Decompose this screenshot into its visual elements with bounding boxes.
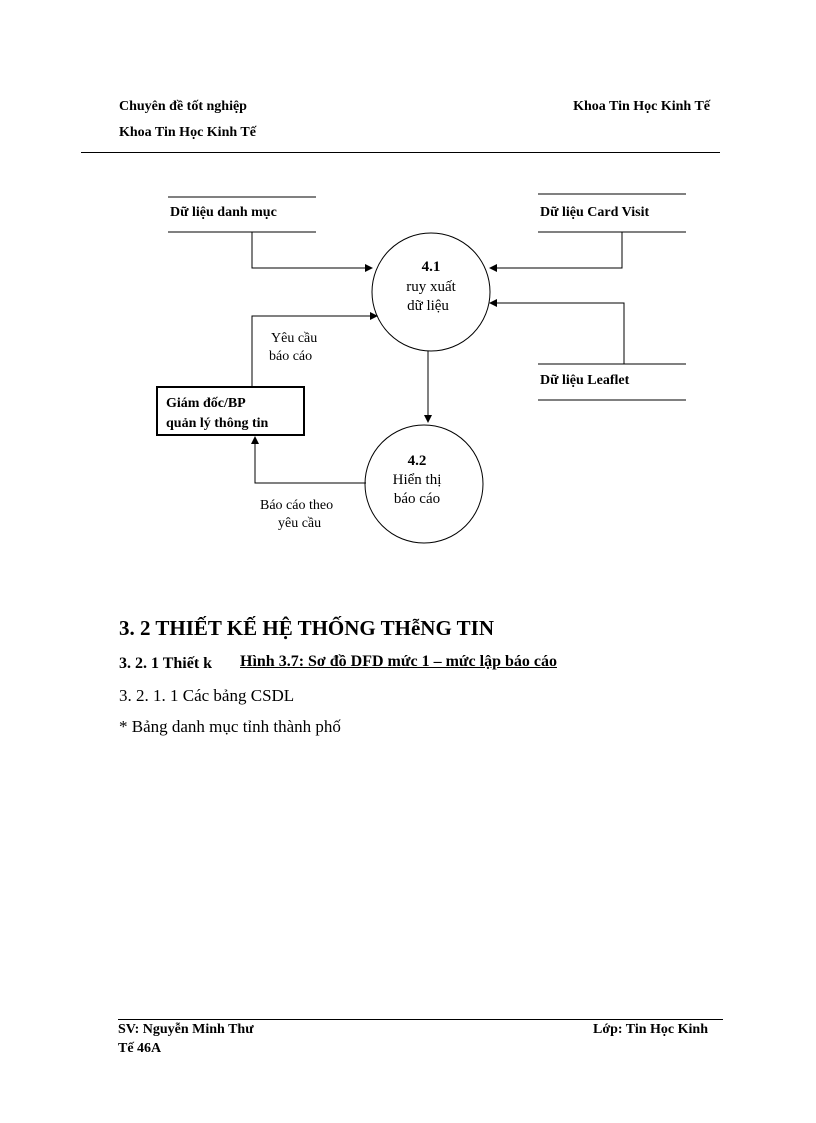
store-label-card-visit: Dữ liệu Card Visit xyxy=(540,205,649,220)
figure-caption: Hình 3.7: Sơ đồ DFD mức 1 – mức lập báo … xyxy=(239,653,558,671)
flow-card-visit-to-4-1 xyxy=(489,232,623,272)
data-store-card-visit: Dữ liệu Card Visit xyxy=(538,193,686,233)
flow-report-to-entity xyxy=(251,436,366,484)
process-4-2-label-line1: Hiển thị xyxy=(393,472,442,488)
header-left-title: Chuyên đề tốt nghiệp xyxy=(119,99,247,114)
process-4-1: 4.1 ruy xuất dữ liệu xyxy=(371,232,491,352)
footer-rule xyxy=(118,1019,723,1020)
process-4-2-label-line2: báo cáo xyxy=(394,491,440,507)
section-heading-3-2: 3. 2 THIẾT KẾ HỆ THỐNG THễNG TIN xyxy=(119,616,494,640)
section-heading-3-2-1-1: 3. 2. 1. 1 Các bảng CSDL xyxy=(119,686,295,705)
footer-class-cont: Tế 46A xyxy=(118,1041,162,1056)
process-4-2-id: 4.2 xyxy=(408,453,427,469)
header-right-faculty: Khoa Tin Học Kinh Tế xyxy=(573,99,710,114)
entity-label-line2: quản lý thông tin xyxy=(166,416,269,431)
data-store-danh-muc: Dữ liệu danh mục xyxy=(168,196,316,233)
process-4-1-id: 4.1 xyxy=(422,259,441,275)
bullet-item: * Bảng danh mục tỉnh thành phố xyxy=(119,717,341,736)
flow-danh-muc-to-4-1 xyxy=(251,232,373,272)
footer-student: SV: Nguyễn Minh Thư xyxy=(118,1022,254,1037)
process-4-2: 4.2 Hiển thị báo cáo xyxy=(364,424,484,544)
data-store-leaflet: Dữ liệu Leaflet xyxy=(538,363,686,401)
entity-label-line1: Giám đốc/BP xyxy=(166,396,246,411)
process-4-1-label-line1: ruy xuất xyxy=(406,279,456,295)
flow-label-report-line1: Báo cáo theo xyxy=(260,498,333,513)
footer-class: Lớp: Tin Học Kinh xyxy=(592,1022,708,1037)
external-entity-manager: Giám đốc/BP quản lý thông tin xyxy=(156,386,305,436)
header-left-faculty: Khoa Tin Học Kinh Tế xyxy=(119,125,256,140)
process-4-1-label-line2: dữ liệu xyxy=(407,298,449,314)
section-heading-3-2-1: 3. 2. 1 Thiết k xyxy=(119,655,213,672)
flow-label-request-line2: báo cáo xyxy=(269,349,312,364)
flow-request-to-4-1 xyxy=(251,312,378,387)
store-label-danh-muc: Dữ liệu danh mục xyxy=(170,205,277,220)
flow-label-request-line1: Yêu cầu xyxy=(271,331,317,346)
flow-leaflet-to-4-1 xyxy=(489,299,625,364)
header-rule xyxy=(81,152,720,153)
flow-label-report-line2: yêu cầu xyxy=(278,516,321,531)
store-label-leaflet: Dữ liệu Leaflet xyxy=(540,373,630,388)
